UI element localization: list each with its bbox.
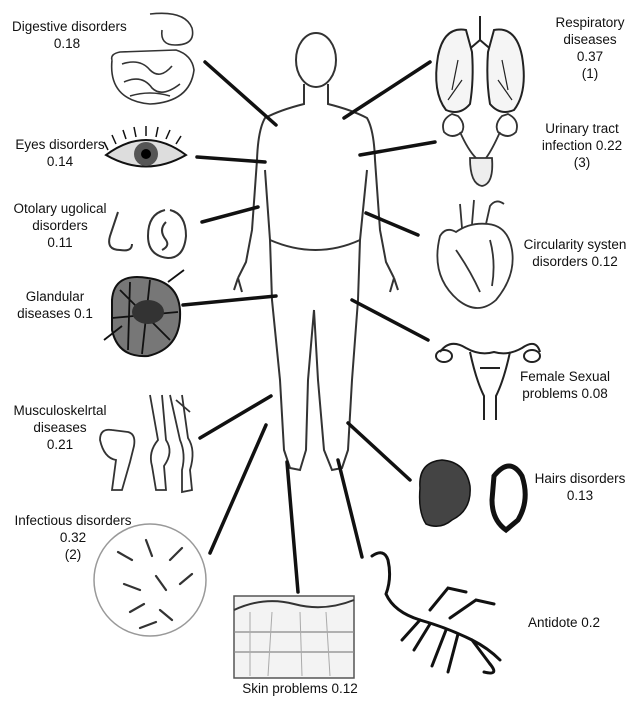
label-line: diseases <box>10 419 110 436</box>
label-line: 0.37 <box>548 48 632 65</box>
heart-icon <box>437 200 512 308</box>
connector-eyes <box>197 157 265 162</box>
label-line: Infectious disorders <box>8 512 138 529</box>
label-female-sexual-problems: Female Sexual problems 0.08 <box>510 368 620 402</box>
label-circulatory-disorders: Circularity systen disorders 0.12 <box>516 236 634 270</box>
label-line: Female Sexual <box>510 368 620 385</box>
label-infectious-disorders: Infectious disorders 0.32 (2) <box>8 512 138 563</box>
label-line: Urinary tract <box>530 120 634 137</box>
nose-ear-icon <box>109 210 186 258</box>
label-line: disorders 0.12 <box>516 253 634 270</box>
skin-layers-icon <box>234 596 354 678</box>
label-line: Otolary ugolical <box>10 200 110 217</box>
label-line: problems 0.08 <box>510 385 620 402</box>
label-line: Circularity systen <box>516 236 634 253</box>
label-line: 0.11 <box>10 234 110 251</box>
connector-respiratory <box>344 62 430 118</box>
label-line: diseases 0.1 <box>10 305 100 322</box>
label-line: 0.14 <box>10 153 110 170</box>
label-eyes-disorders: Eyes disorders 0.14 <box>10 136 110 170</box>
label-line: Eyes disorders <box>10 136 110 153</box>
label-line: diseases <box>548 31 632 48</box>
connector-urinary <box>360 142 435 155</box>
label-line: disorders <box>10 217 110 234</box>
connector-infectious <box>210 425 266 553</box>
connector-skin <box>287 462 298 592</box>
connector-hair <box>348 423 410 480</box>
label-line: 0.21 <box>10 436 110 453</box>
label-line: (1) <box>548 65 632 82</box>
label-line: infection 0.22 <box>530 137 634 154</box>
label-antidote: Antidote 0.2 <box>514 614 614 631</box>
label-line: Hairs disorders <box>528 470 632 487</box>
gland-icon <box>104 270 184 356</box>
label-line: Antidote 0.2 <box>514 614 614 631</box>
scorpion-icon <box>372 553 500 673</box>
label-line: 0.32 <box>8 529 138 546</box>
label-line: Skin problems 0.12 <box>220 680 380 697</box>
kidneys-icon <box>443 114 517 186</box>
connector-antidote <box>338 460 362 557</box>
label-hairs-disorders: Hairs disorders 0.13 <box>528 470 632 504</box>
label-glandular-diseases: Glandular diseases 0.1 <box>10 288 100 322</box>
connector-lines <box>183 62 435 592</box>
label-line: Respiratory <box>548 14 632 31</box>
label-line: Musculoskelrtal <box>10 402 110 419</box>
label-urinary-tract-infection: Urinary tract infection 0.22 (3) <box>530 120 634 171</box>
bone-joint-icon <box>100 395 193 492</box>
hair-icon <box>420 460 526 530</box>
label-musculoskeletal-diseases: Musculoskelrtal diseases 0.21 <box>10 402 110 453</box>
label-line: Glandular <box>10 288 100 305</box>
connector-otolaryngology <box>202 207 258 222</box>
label-respiratory-diseases: Respiratory diseases 0.37 (1) <box>548 14 632 82</box>
label-digestive-disorders: Digestive disorders 0.18 <box>12 18 122 52</box>
connector-musculoskeletal <box>200 396 271 438</box>
eye-icon <box>104 126 186 167</box>
connector-circulatory <box>366 213 418 235</box>
label-skin-problems: Skin problems 0.12 <box>220 680 380 697</box>
label-line: (2) <box>8 546 138 563</box>
label-line: (3) <box>530 154 634 171</box>
label-line: Digestive disorders <box>12 18 122 35</box>
connector-female <box>352 300 428 340</box>
label-line: 0.13 <box>528 487 632 504</box>
label-line: 0.18 <box>12 35 122 52</box>
lungs-icon <box>436 16 524 112</box>
connector-glandular <box>183 296 276 305</box>
label-otolaryngology-disorders: Otolary ugolical disorders 0.11 <box>10 200 110 251</box>
connector-digestive <box>205 62 276 125</box>
